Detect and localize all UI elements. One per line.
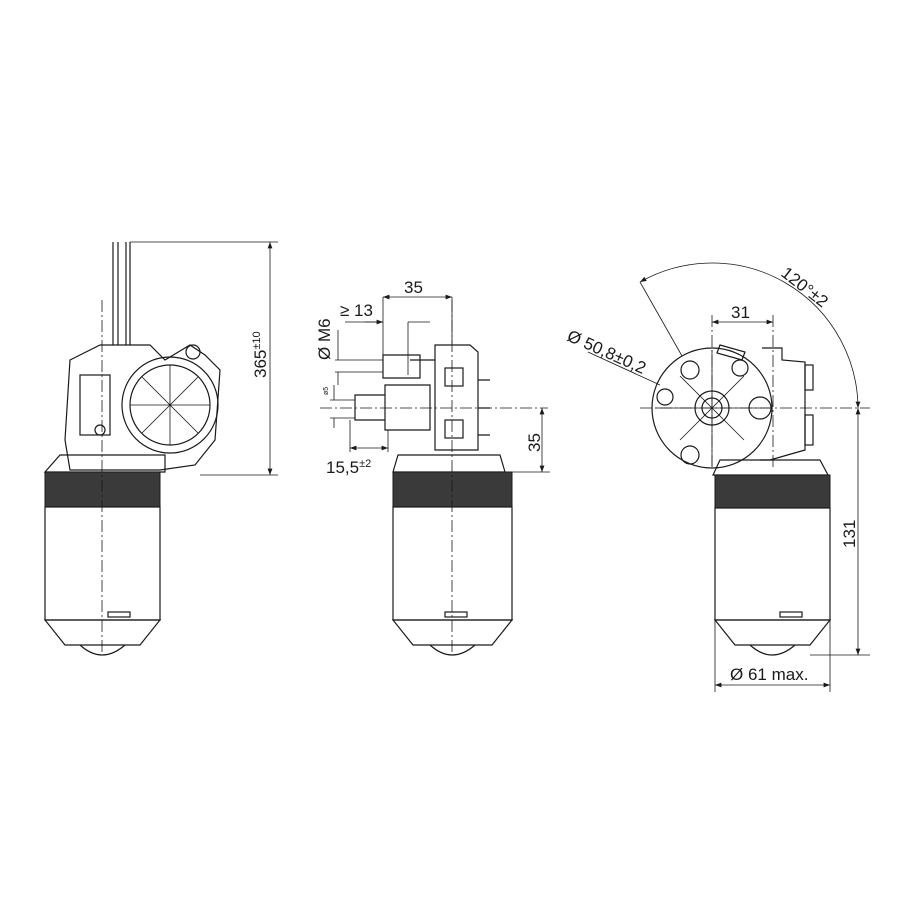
motor-body [44, 506, 161, 621]
dim-50-8: Ø 50,8±0,2 [564, 326, 648, 378]
dim-35-right: 35 [525, 433, 544, 452]
dim-min-13: ≥ 13 [340, 301, 373, 320]
left-view: 365±10 [43, 241, 278, 656]
dim-small: ø5 [323, 387, 330, 395]
dim-365: 365±10 [251, 331, 270, 378]
dim-131: 131 [840, 520, 859, 548]
right-view: 31 120°±2 Ø 50,8±0,2 131 Ø 61 max. [564, 262, 870, 692]
dim-m6: Ø M6 [315, 318, 334, 360]
dim-35-top: 35 [404, 278, 423, 297]
middle-view: 35 ≥ 13 Ø M6 ø5 15,5±2 35 [315, 278, 550, 656]
dim-120-deg: 120°±2 [778, 263, 832, 311]
dim-15-5: 15,5±2 [326, 458, 371, 477]
dim-31: 31 [731, 303, 750, 322]
dim-61-max: Ø 61 max. [730, 665, 808, 684]
motor-band [44, 471, 161, 508]
